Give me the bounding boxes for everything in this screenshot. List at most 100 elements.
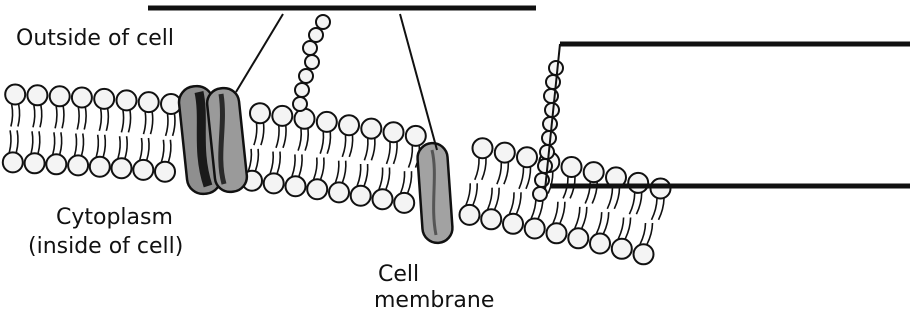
lipid-tail [629, 193, 634, 214]
lipid-tail [16, 130, 18, 152]
phospholipid-head [562, 157, 582, 177]
lipid-tail [652, 199, 658, 220]
lipid-tail [364, 164, 368, 186]
lipid-tail [125, 136, 127, 158]
sugar-bead [540, 145, 554, 159]
lipid-tail [270, 152, 273, 174]
sugar-bead [299, 69, 313, 83]
lipid-tail [11, 105, 13, 127]
lipid-tail [488, 188, 492, 210]
lipid-tail [349, 135, 352, 157]
lipid-tail [607, 187, 612, 208]
lipid-tail [9, 130, 11, 152]
lipid-tail [510, 192, 515, 214]
phospholipid-head [568, 228, 588, 248]
lipid-tail [526, 167, 531, 189]
lipid-tail [504, 163, 508, 185]
lipid-tail [96, 135, 98, 157]
outside-of-cell-label: Outside of cell [16, 26, 174, 52]
lipid-tail [140, 138, 142, 160]
phospholipid-head [517, 147, 537, 167]
lipid-tail [18, 105, 20, 127]
phospholipid-head [481, 209, 501, 229]
lipid-tail [256, 149, 259, 171]
lipid-tail [40, 105, 42, 127]
carbohydrate-chain-right [533, 61, 563, 201]
lipid-tail [636, 193, 641, 214]
lipid-tail [38, 131, 40, 153]
lipid-tail [82, 134, 84, 156]
phospholipid-head [584, 162, 604, 182]
lipid-tail [475, 158, 479, 180]
sugar-bead [293, 97, 307, 111]
phospholipid-head [27, 85, 47, 105]
lipid-tail [99, 109, 101, 131]
lipid-tail [277, 152, 280, 174]
carbohydrate-chain-left [293, 15, 330, 111]
lipid-tail [53, 132, 55, 154]
sugar-bead [546, 75, 560, 89]
lipid-tail [659, 199, 665, 220]
lipid-tail [371, 139, 375, 161]
lipid-tail [357, 164, 361, 186]
lipid-tail [408, 171, 412, 193]
lipid-tail [75, 134, 77, 156]
lipid-tail [560, 202, 565, 224]
phospholipid-head [373, 189, 393, 209]
lipid-tail [401, 171, 405, 193]
phospholipid-head [473, 138, 493, 158]
lipid-tail [55, 106, 57, 128]
cytoplasm-label: Cytoplasm [56, 205, 173, 231]
phospholipid-head [5, 85, 25, 105]
lipid-tail [320, 132, 323, 154]
lipid-tail [314, 158, 317, 180]
phospholipid-head [460, 205, 480, 225]
lipid-tail [618, 218, 623, 239]
cell-label: Cell [378, 262, 419, 288]
lipid-tail [31, 131, 33, 153]
lipid-tail [106, 109, 108, 131]
lipid-tail [625, 218, 630, 239]
membrane-label: membrane [374, 288, 494, 314]
phospholipid-head [46, 154, 66, 174]
lipid-tail [364, 139, 368, 161]
phospholipid-head [72, 88, 92, 108]
phospholipid-head [394, 193, 414, 213]
lipid-tail [473, 183, 477, 205]
phospholipid-head [361, 119, 381, 139]
lipid-tail [647, 223, 653, 244]
lipid-tail [343, 161, 346, 183]
lipid-tail [33, 105, 35, 127]
lipid-tail [60, 132, 62, 154]
sugar-bead [305, 55, 319, 69]
lipid-tail [495, 188, 499, 210]
lipid-tail [386, 168, 390, 190]
lipid-tail [640, 223, 646, 244]
phospholipid-head [384, 122, 404, 142]
sugar-bead [538, 159, 552, 173]
lipid-tail [249, 149, 252, 171]
lipid-tail [409, 146, 413, 168]
lipid-tail [292, 154, 295, 176]
transport-protein [417, 142, 454, 244]
phospholipid-head [117, 90, 137, 110]
lipid-tail [254, 123, 257, 145]
phospholipid-head [329, 182, 349, 202]
lipid-tail [77, 108, 79, 130]
channel-protein [177, 85, 248, 196]
lipid-tail [166, 114, 168, 136]
phospholipid-head [50, 86, 70, 106]
lipid-tail [169, 140, 171, 162]
phospholipid-head [406, 126, 426, 146]
phospholipid-head [503, 214, 523, 234]
phospholipid-head [628, 173, 648, 193]
lipid-tail [575, 207, 580, 228]
phospholipid-head [68, 155, 88, 175]
lipid-tail [162, 140, 164, 162]
lipid-tail [519, 167, 524, 189]
phospholipid-head [25, 153, 45, 173]
sugar-bead [309, 28, 323, 42]
phospholipid-head [634, 244, 654, 264]
phospholipid-head [495, 143, 515, 163]
sugar-bead [549, 61, 563, 75]
